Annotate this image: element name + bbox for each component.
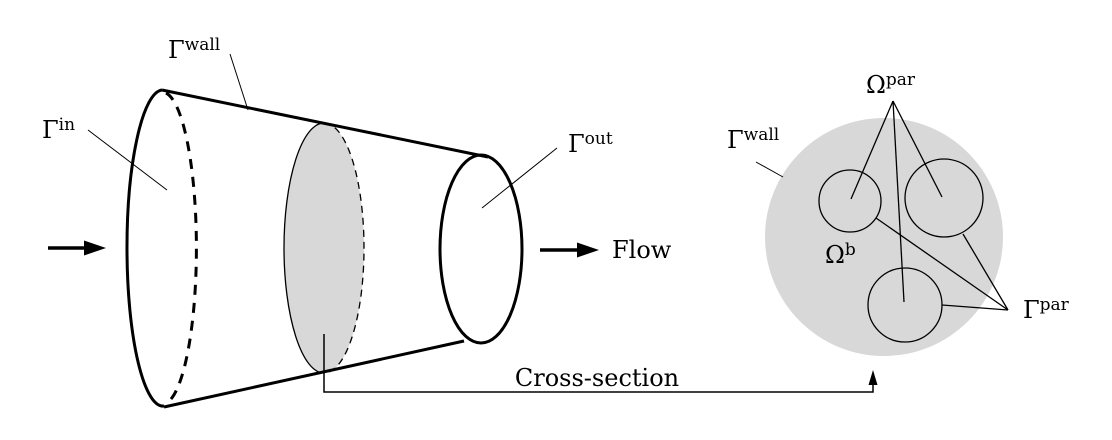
- gamma-out-leader-line: [481, 147, 558, 209]
- cross-section-wall-leader-line: [755, 161, 784, 178]
- gamma-par-label: Γpar: [1023, 295, 1070, 324]
- particle-circle-top-right: [904, 158, 984, 238]
- particle-circle-top-left: [818, 169, 882, 233]
- cross-section-caption: Cross-section: [515, 364, 679, 392]
- pipe-figure: Γin Γwall Γout Flow: [42, 35, 672, 409]
- pipe-wall-top-edge: [161, 88, 489, 159]
- gamma-wall-leader-line: [229, 53, 249, 111]
- gamma-wall-label: Γwall: [168, 35, 220, 64]
- gamma-in-label: Γin: [42, 115, 75, 144]
- gamma-in-leader-line: [87, 129, 168, 191]
- bulk-domain-disk: [765, 118, 1003, 356]
- gamma-par-leader-lines: [875, 217, 1009, 311]
- omega-par-label: Ωpar: [866, 70, 916, 99]
- pipe-inlet-ellipse: [125, 88, 198, 408]
- pipe-wall-bottom-edge: [163, 339, 465, 409]
- cross-section-wall-label: Γwall: [727, 125, 779, 154]
- gamma-out-label: Γout: [568, 129, 613, 158]
- inflow-arrow-icon: [48, 240, 106, 256]
- omega-b-label: Ωb: [825, 240, 856, 269]
- pipe-cross-section-ellipse: [283, 122, 365, 374]
- pipe-outlet-ellipse: [438, 153, 524, 345]
- cross-section-connector-arrow: Cross-section: [323, 334, 878, 393]
- cross-section-figure: Ωpar Γwall Ωb Γpar: [727, 70, 1070, 356]
- omega-par-leader-lines: [850, 100, 943, 303]
- outflow-arrow-icon: [540, 242, 599, 258]
- flow-label: Flow: [612, 236, 672, 264]
